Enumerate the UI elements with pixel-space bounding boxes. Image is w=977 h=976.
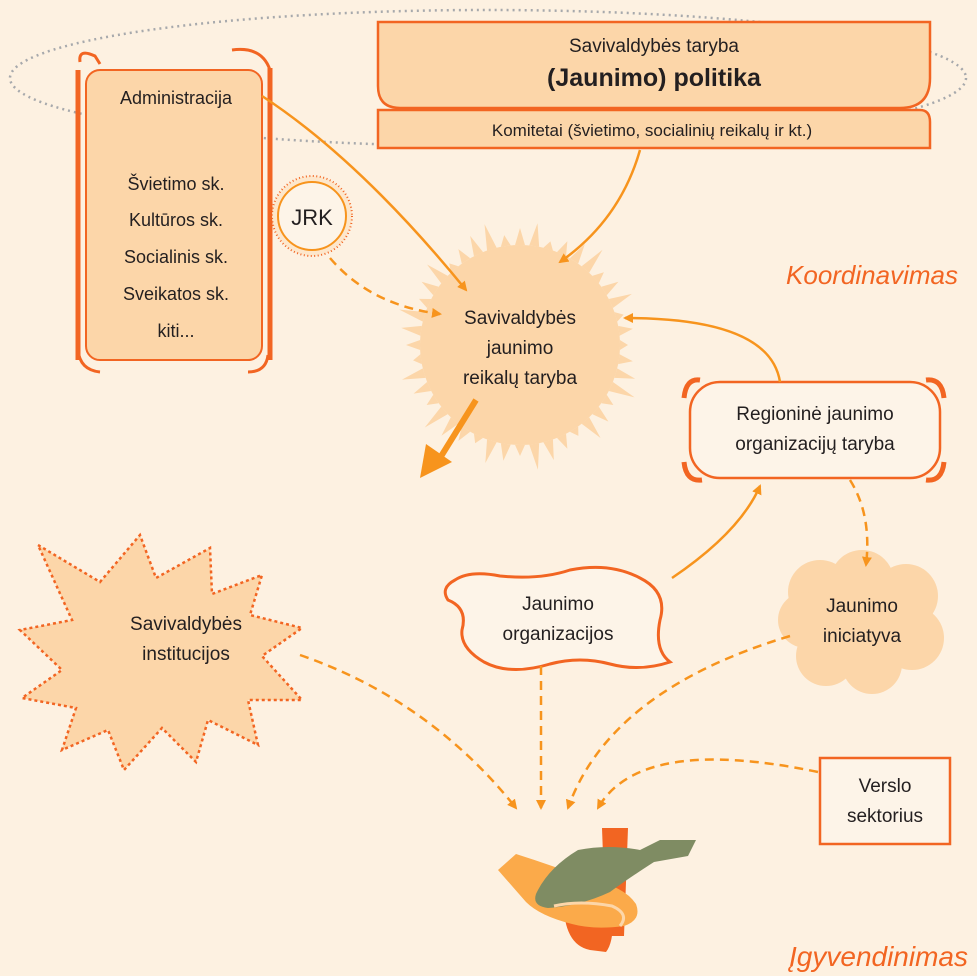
youth-affairs-council: Savivaldybės jaunimo reikalų taryba bbox=[399, 223, 636, 470]
arrow-institutions-to-hands bbox=[299, 653, 518, 810]
department-culture: Kultūros sk. bbox=[129, 210, 223, 230]
arrow-orgs-to-regional bbox=[671, 484, 762, 580]
regional-council-line-1: Regioninė jaunimo bbox=[736, 404, 893, 425]
arrow-initiative-to-hands bbox=[565, 634, 791, 810]
department-social: Socialinis sk. bbox=[124, 247, 228, 267]
arrows bbox=[261, 94, 872, 810]
big-arrow-down bbox=[420, 398, 479, 478]
youth-organizations: Jaunimo organizacijos bbox=[443, 565, 674, 672]
youth-orgs-line-2: organizacijos bbox=[503, 624, 614, 645]
arrow-jrk-to-council bbox=[329, 257, 442, 318]
youth-council-line-2: jaunimo bbox=[486, 338, 554, 359]
committees-label: Komitetai (švietimo, socialinių reikalų … bbox=[492, 121, 812, 140]
business-line-1: Verslo bbox=[859, 776, 912, 797]
department-health: Sveikatos sk. bbox=[123, 284, 229, 304]
arrow-committees-to-council bbox=[558, 149, 642, 264]
municipal-institutions: Savivaldybės institucijos bbox=[17, 532, 305, 773]
youth-initiative-cloud: Jaunimo iniciatyva bbox=[778, 550, 944, 694]
regional-council-line-2: organizacijų taryba bbox=[735, 434, 895, 455]
youth-orgs-line-1: Jaunimo bbox=[522, 594, 594, 615]
initiative-line-2: iniciatyva bbox=[823, 626, 902, 647]
implementation-label: Įgyvendinimas bbox=[788, 941, 968, 972]
policy-title: (Jaunimo) politika bbox=[547, 64, 762, 92]
policy-level-ellipse bbox=[8, 8, 968, 148]
arrow-regional-to-initiative bbox=[848, 479, 872, 567]
administration-title: Administracija bbox=[120, 88, 233, 108]
municipal-council: Savivaldybės taryba (Jaunimo) politika bbox=[376, 20, 932, 110]
arrow-admin-to-council bbox=[261, 94, 468, 292]
institutions-line-2: institucijos bbox=[142, 644, 230, 665]
jrk-label: JRK bbox=[291, 205, 333, 230]
youth-council-line-3: reikalų taryba bbox=[463, 368, 577, 389]
business-sector-box: Verslo sektorius bbox=[818, 756, 952, 846]
committees-box: Komitetai (švietimo, socialinių reikalų … bbox=[376, 108, 932, 150]
jrk-badge: JRK bbox=[271, 175, 353, 257]
arrow-regional-to-council bbox=[623, 313, 782, 383]
business-line-2: sektorius bbox=[847, 806, 923, 827]
regional-council-box: Regioninė jaunimo organizacijų taryba bbox=[681, 377, 947, 483]
administration-panel: Administracija Švietimo sk. Kultūros sk.… bbox=[75, 47, 273, 374]
department-education: Švietimo sk. bbox=[127, 173, 224, 194]
department-other: kiti... bbox=[157, 321, 194, 341]
arrow-business-to-hands bbox=[596, 758, 819, 810]
initiative-line-1: Jaunimo bbox=[826, 596, 898, 617]
institutions-line-1: Savivaldybės bbox=[130, 614, 242, 635]
council-title: Savivaldybės taryba bbox=[569, 36, 739, 57]
hands-icon bbox=[498, 828, 696, 952]
youth-council-line-1: Savivaldybės bbox=[464, 308, 576, 329]
coordination-label: Koordinavimas bbox=[786, 260, 958, 290]
